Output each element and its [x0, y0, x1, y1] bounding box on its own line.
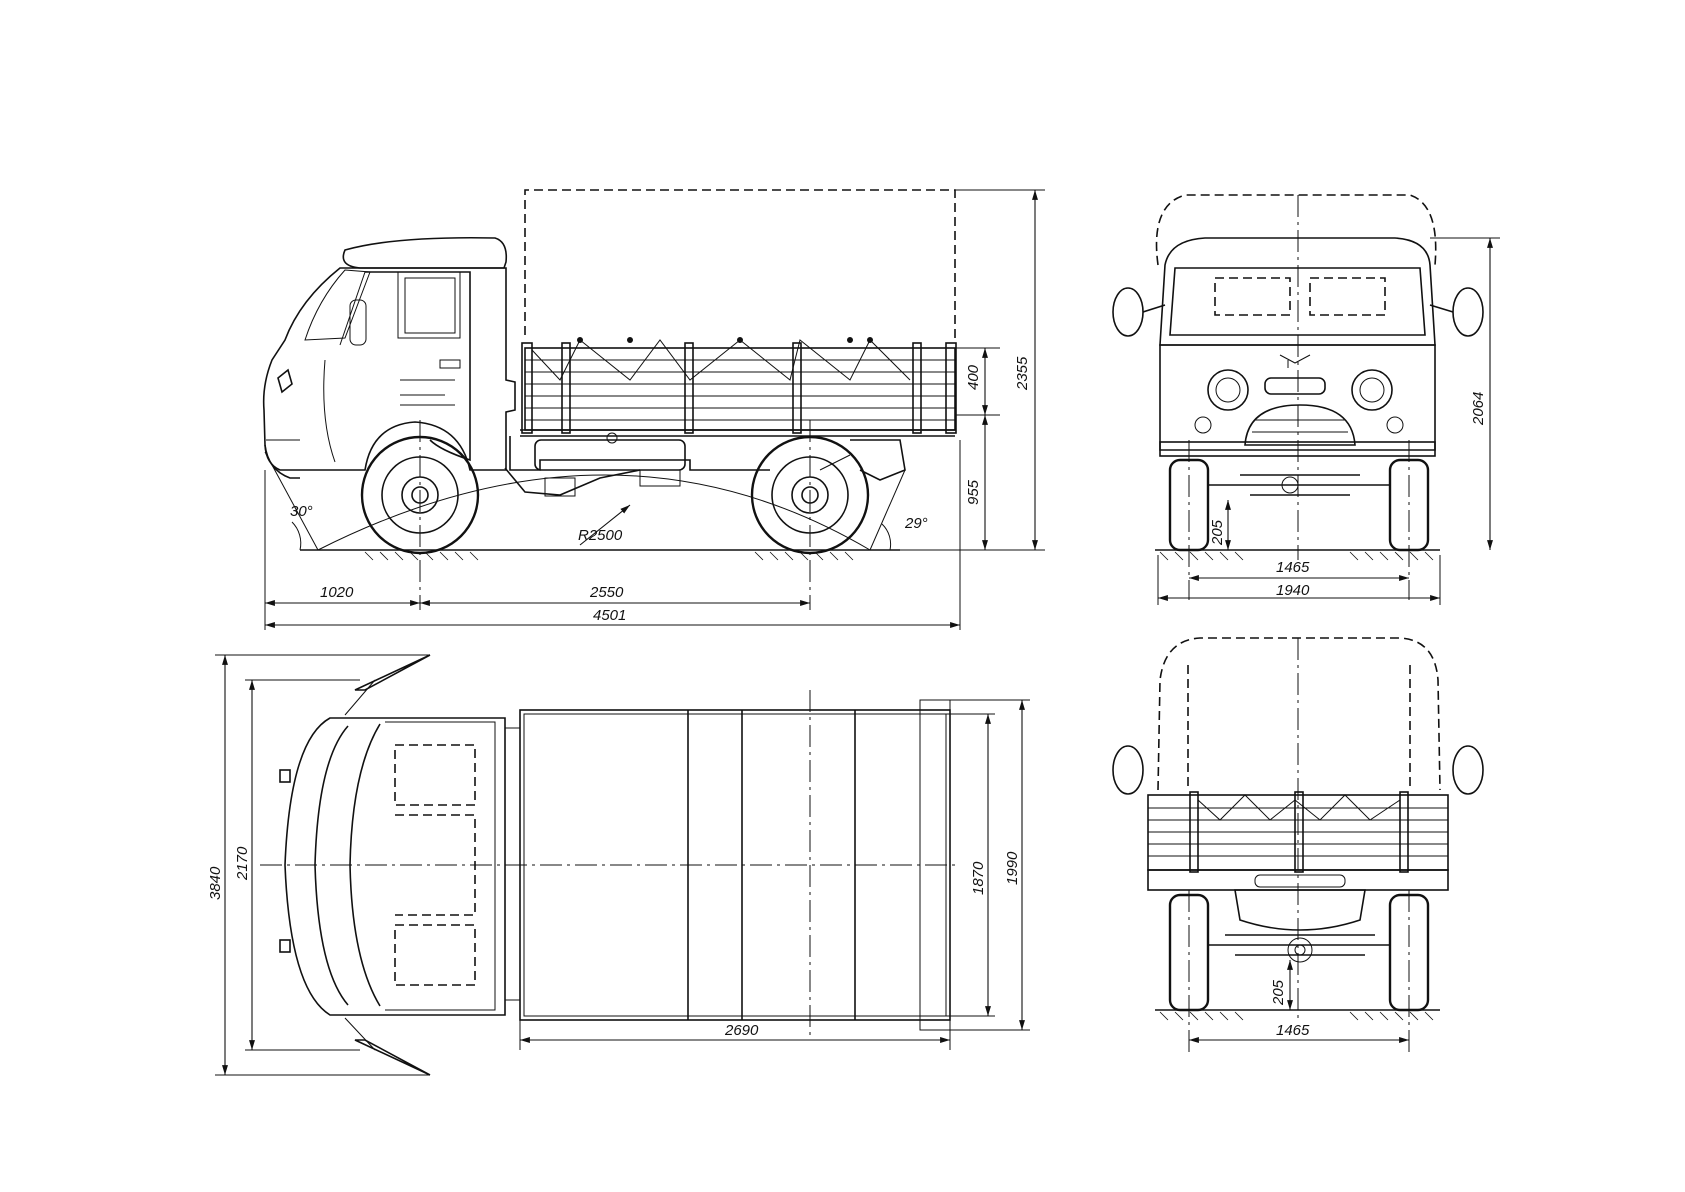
cargo-body-side: [520, 337, 956, 436]
dim-ramp-radius: R2500: [578, 527, 623, 544]
rear-view: 1465 205: [1113, 638, 1483, 1055]
cab-side: [264, 238, 515, 478]
dim-cab-width: 2170: [234, 846, 251, 881]
dim-wheelbase: 2550: [589, 584, 624, 601]
dim-overall-width: 1940: [1276, 582, 1310, 599]
dim-mirror-width: 3840: [207, 866, 224, 900]
tarp-outline-side: [525, 190, 955, 340]
dim-body-length: 2690: [724, 1022, 759, 1039]
dim-departure-angle: 29°: [904, 515, 928, 532]
dim-front-clearance: 205: [1209, 519, 1226, 546]
dim-front-track: 1465: [1276, 559, 1310, 576]
dim-outer-body-width: 1990: [1004, 851, 1021, 885]
dim-total-height: 2355: [1014, 356, 1031, 391]
front-view: 1465 1940 205 2064: [1113, 195, 1500, 605]
dim-board-height: 400: [965, 364, 982, 390]
rear-ground-hatch: [1160, 1012, 1433, 1020]
side-view: 1020 2550 4501 30° 29° R2500 2355 400 95…: [264, 190, 1045, 630]
dim-cab-height: 2064: [1470, 392, 1487, 426]
top-view: 3840 2170 1990 1870 2690: [207, 655, 1030, 1075]
dim-platform-height: 955: [965, 479, 982, 505]
dim-front-overhang: 1020: [320, 584, 354, 601]
tarp-outline-front: [1157, 195, 1436, 265]
dim-rear-track: 1465: [1276, 1022, 1310, 1039]
dim-approach-angle: 30°: [290, 503, 313, 520]
side-ground-hatch: [365, 552, 853, 560]
dim-overall-length: 4501: [593, 607, 626, 624]
tarp-outline-rear: [1158, 638, 1440, 790]
dim-inner-body-width: 1870: [970, 861, 987, 895]
dim-rear-clearance: 205: [1270, 979, 1287, 1006]
chassis-side: [505, 433, 905, 496]
